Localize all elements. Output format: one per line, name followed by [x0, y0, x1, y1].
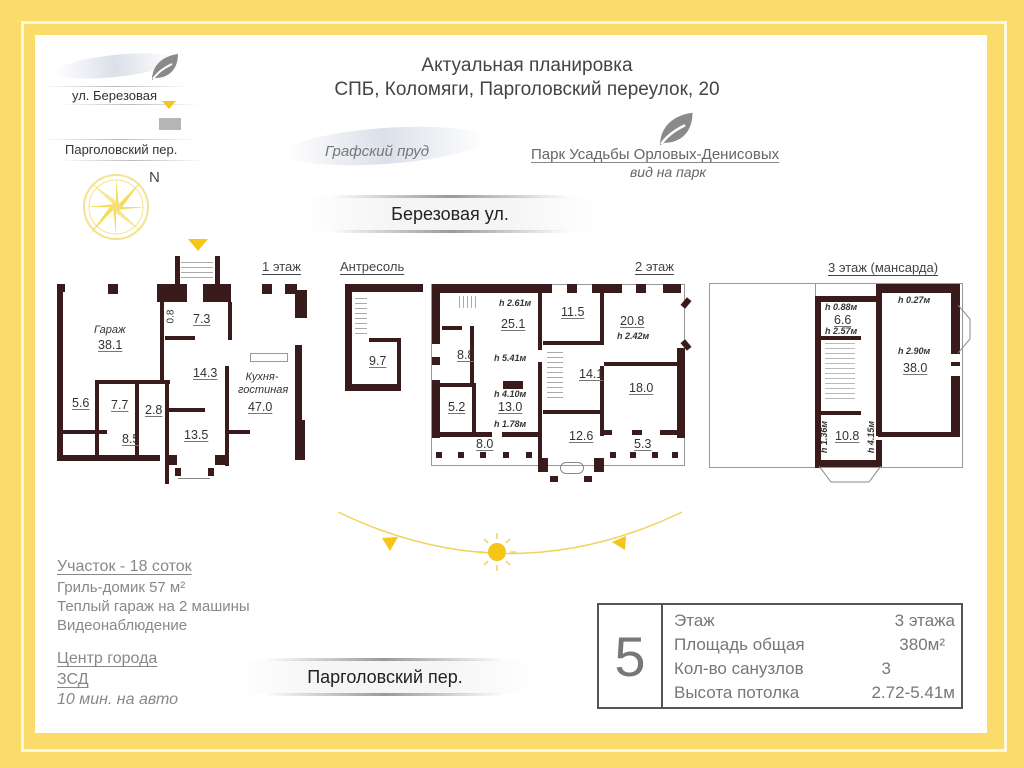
stat-row: Кол-во санузлов 3 [674, 659, 959, 683]
room-area: 5.3 [634, 437, 652, 451]
park-view-label: вид на парк [630, 164, 706, 180]
fact-item: Теплый гараж на 2 машины [57, 598, 250, 615]
sun-icon [478, 533, 516, 571]
room-name-garage: Гараж [94, 324, 126, 336]
room-area: 11.5 [561, 305, 585, 319]
stat-label: Кол-во санузлов [674, 659, 804, 678]
room-area: 13.0 [498, 400, 523, 414]
stat-value: 380м² [899, 635, 945, 654]
ceiling-height: h 5.41м [494, 353, 527, 363]
room-area: 25.1 [501, 317, 526, 331]
stat-label: Площадь общая [674, 635, 805, 654]
room-area: 13.5 [184, 428, 209, 442]
floor-label-3: 3 этаж (мансарда) [828, 260, 939, 275]
house-marker [159, 118, 181, 130]
room-area: 8.0 [476, 437, 494, 451]
entrance-marker-icon [162, 101, 176, 109]
page-title: Актуальная планировка [421, 55, 633, 76]
room-area: 12.6 [569, 429, 594, 443]
zsd-label: ЗСД [57, 671, 89, 688]
stats-box: 5 Этаж 3 этажа Площадь общая 380м² Кол-во … [597, 603, 963, 709]
room-area: 5.2 [448, 400, 466, 414]
ceiling-height: h 2.42м [617, 331, 650, 341]
room-area: 10.8 [835, 429, 860, 443]
park-leaf-icon [660, 112, 693, 146]
room-area: 2.8 [145, 403, 163, 417]
legend-divider [60, 104, 200, 105]
stat-value: 2.72-5.41м [871, 683, 955, 702]
room-area: 0.8 [165, 309, 177, 324]
frame-outline [21, 21, 1007, 752]
ceiling-height: h 2.61м [499, 298, 532, 308]
room-area: 8.8 [457, 348, 475, 362]
north-label: N [149, 169, 160, 186]
plot-size: Участок - 18 соток [57, 558, 192, 575]
room-area: 20.8 [620, 314, 645, 328]
floor-label-2: 2 этаж [635, 259, 674, 274]
stat-label: Высота потолка [674, 683, 800, 702]
ceiling-height: h 0.88м [825, 302, 858, 312]
fact-item: Видеонаблюдение [57, 617, 188, 634]
ceiling-height: h 0.27м [898, 295, 931, 305]
room-name-kitchen-living: Кухня-гостиная [238, 371, 289, 396]
city-center-label: Центр города [57, 650, 158, 667]
entrance-arrow-icon [188, 239, 208, 251]
ceiling-height: h 4.15м [866, 420, 877, 454]
room-area: 14.3 [193, 366, 218, 380]
room-area: 6.6 [834, 313, 852, 327]
room-area: 7.3 [193, 312, 211, 326]
street-bottom: Парголовский пер. [235, 658, 535, 696]
legend-divider [40, 139, 200, 140]
legend-street-top: ул. Березовая [72, 88, 158, 103]
ceiling-height: h 2.57м [825, 326, 858, 336]
room-area: 8.5 [122, 432, 140, 446]
room-area: 38.0 [903, 361, 928, 375]
sun-direction-arrow-icon [382, 537, 398, 551]
stat-value: 3 этажа [894, 611, 955, 630]
pond-label: Графский пруд [325, 143, 430, 160]
stat-row: Площадь общая 380м² [674, 635, 959, 659]
ceiling-height: h 1.36м [819, 420, 830, 454]
legend-divider [60, 160, 205, 161]
sun-path [337, 511, 683, 571]
room-area: 18.0 [629, 381, 654, 395]
drive-time: 10 мин. на авто [57, 691, 179, 708]
room-area: 38.1 [98, 338, 123, 352]
fact-item: Гриль-домик 57 м² [57, 579, 186, 596]
floor-label-1: 1 этаж [262, 259, 301, 274]
stat-row: Высота потолка 2.72-5.41м [674, 683, 959, 707]
lot-number: 5 [599, 605, 663, 707]
street-top: Березовая ул. [300, 195, 600, 233]
page-subtitle-address: СПБ, Коломяги, Парголовский переулок, 20 [334, 79, 720, 100]
ceiling-height: h 1.78м [494, 419, 527, 429]
room-area: 14.1 [579, 367, 604, 381]
legend-street-bottom: Парголовский пер. [65, 142, 178, 157]
stat-value: 3 [881, 659, 891, 678]
stat-label: Этаж [674, 611, 715, 630]
room-area: 9.7 [369, 354, 387, 368]
park-name-link[interactable]: Парк Усадьбы Орловых-Денисовых [531, 146, 780, 163]
stat-row: Этаж 3 этажа [674, 611, 959, 635]
leaf-icon [152, 54, 178, 80]
room-area: 7.7 [111, 398, 129, 412]
ceiling-height: h 2.90м [898, 346, 931, 356]
legend-divider [40, 86, 190, 87]
compass-icon [83, 174, 149, 240]
room-area: 47.0 [248, 400, 273, 414]
ceiling-height: h 4.10м [494, 389, 527, 399]
floor-label-mezzanine: Антресоль [340, 259, 405, 274]
sun-direction-arrow-icon [612, 536, 626, 550]
room-area: 5.6 [72, 396, 90, 410]
